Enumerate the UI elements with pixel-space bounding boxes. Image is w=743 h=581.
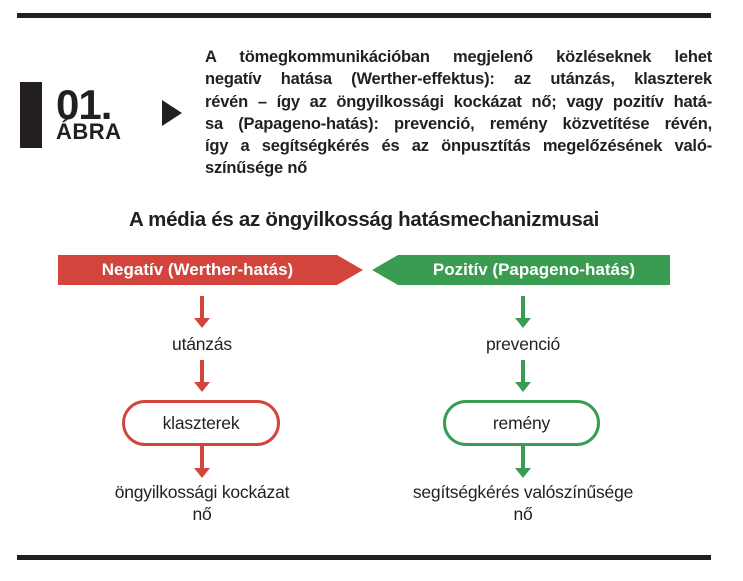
caption-line: színűsége nő xyxy=(205,159,308,178)
arrow-shaft xyxy=(200,360,204,382)
down-arrow-icon xyxy=(194,446,210,478)
down-arrow-icon xyxy=(194,360,210,392)
caption-line: így a segítségkérés és az önpusztítás me… xyxy=(205,137,712,156)
arrow-head xyxy=(515,468,531,478)
positive-outcome-line: segítségkérés valószínűsége xyxy=(412,482,634,502)
caption-line: negatív hatása (Werther-effektus): az ut… xyxy=(205,70,712,89)
arrow-head xyxy=(194,318,210,328)
negative-node: klaszterek xyxy=(122,400,280,446)
arrow-shaft xyxy=(521,296,525,318)
arrow-shaft xyxy=(521,446,525,468)
arrow-head xyxy=(515,318,531,328)
diagram-title: A média és az öngyilkosság hatásmechaniz… xyxy=(129,208,599,231)
arrow-shaft xyxy=(200,296,204,318)
figure-caption: A tömegkommunikációban megjelenő közlése… xyxy=(205,46,712,180)
positive-banner-label: Pozitív (Papageno-hatás) xyxy=(432,260,636,279)
caption-line: A tömegkommunikációban megjelenő közlése… xyxy=(205,48,712,66)
positive-outcome-line: nő xyxy=(513,504,533,524)
negative-outcome: öngyilkossági kockázat nő xyxy=(82,481,322,525)
caption-line: révén – így az öngyilkossági kockázat nő… xyxy=(205,92,712,111)
down-arrow-icon xyxy=(194,296,210,328)
negative-banner-label: Negatív (Werther-hatás) xyxy=(101,260,294,279)
figure-number: 01. xyxy=(56,81,112,128)
negative-outcome-line: öngyilkossági kockázat xyxy=(114,482,290,502)
pointer-triangle-icon xyxy=(162,100,182,126)
arrow-head xyxy=(515,382,531,392)
negative-banner: Negatív (Werther-hatás) xyxy=(58,255,363,285)
negative-step-label: utánzás xyxy=(172,334,232,354)
figure-label-bar xyxy=(20,82,42,148)
caption-line: sa (Papageno-hatás): prevenció, remény k… xyxy=(205,114,712,133)
positive-banner: Pozitív (Papageno-hatás) xyxy=(372,255,670,285)
positive-step-label: prevenció xyxy=(485,334,561,354)
arrow-shaft xyxy=(200,446,204,468)
arrow-head xyxy=(194,468,210,478)
down-arrow-icon xyxy=(515,296,531,328)
bottom-rule xyxy=(17,555,711,560)
figure-label-text: ÁBRA xyxy=(56,119,122,144)
negative-outcome-line: nő xyxy=(192,504,212,524)
positive-node: remény xyxy=(443,400,600,446)
arrow-head xyxy=(194,382,210,392)
top-rule xyxy=(17,13,711,18)
arrow-shaft xyxy=(521,360,525,382)
positive-outcome: segítségkérés valószínűsége nő xyxy=(403,481,643,525)
down-arrow-icon xyxy=(515,360,531,392)
down-arrow-icon xyxy=(515,446,531,478)
